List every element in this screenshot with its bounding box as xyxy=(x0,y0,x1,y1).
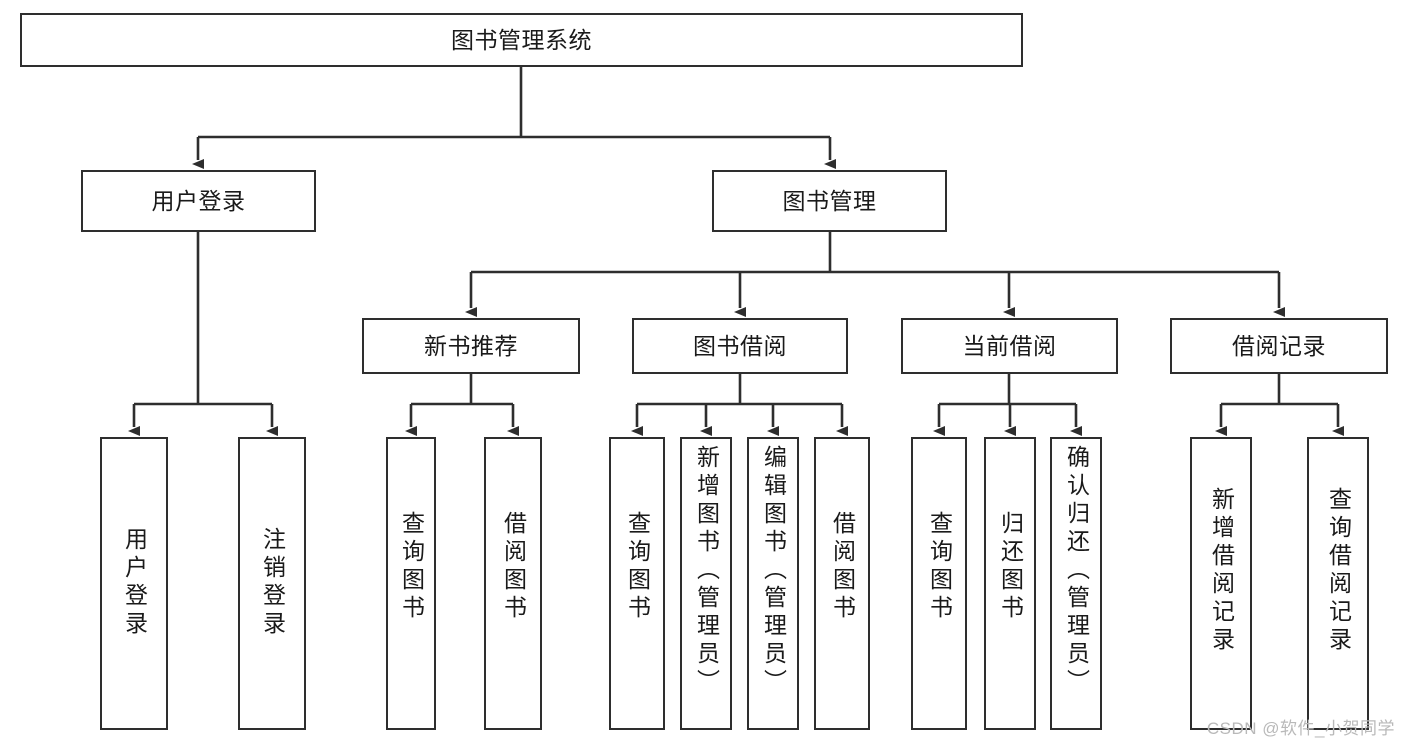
leaf-query-book-borrow-label: 查询图书 xyxy=(624,511,651,623)
leaf-query-book-new-label: 查询图书 xyxy=(398,511,425,623)
leaf-borrow-book-label: 借阅图书 xyxy=(829,511,856,623)
node-user-login-label: 用户登录 xyxy=(151,187,246,214)
leaf-logout-label: 注销登录 xyxy=(259,527,286,639)
leaf-return-book-label: 归还图书 xyxy=(997,511,1024,623)
leaf-borrow-book[interactable]: 借阅图书 xyxy=(814,437,870,730)
leaf-query-book-new[interactable]: 查询图书 xyxy=(386,437,436,730)
leaf-add-borrow-record-label: 新增借阅记录 xyxy=(1208,487,1235,655)
leaf-user-login[interactable]: 用户登录 xyxy=(100,437,168,730)
leaf-add-book-admin-label: 新增图书（管理员） xyxy=(693,445,720,697)
leaf-logout[interactable]: 注销登录 xyxy=(238,437,306,730)
node-book-management-label: 图书管理 xyxy=(782,187,877,214)
leaf-borrow-book-new[interactable]: 借阅图书 xyxy=(484,437,542,730)
node-book-borrow[interactable]: 图书借阅 xyxy=(632,318,848,374)
leaf-query-book-borrow[interactable]: 查询图书 xyxy=(609,437,665,730)
node-user-login[interactable]: 用户登录 xyxy=(81,170,316,232)
leaf-query-book-current[interactable]: 查询图书 xyxy=(911,437,967,730)
node-book-management[interactable]: 图书管理 xyxy=(712,170,947,232)
node-borrow-record[interactable]: 借阅记录 xyxy=(1170,318,1388,374)
node-root[interactable]: 图书管理系统 xyxy=(20,13,1023,67)
leaf-user-login-label: 用户登录 xyxy=(121,527,148,639)
csdn-watermark: CSDN @软件_小贺同学 xyxy=(1206,719,1395,738)
leaf-confirm-return-admin-label: 确认归还（管理员） xyxy=(1063,445,1090,697)
leaf-confirm-return-admin[interactable]: 确认归还（管理员） xyxy=(1050,437,1102,730)
node-new-book-recommend[interactable]: 新书推荐 xyxy=(362,318,580,374)
node-current-borrow[interactable]: 当前借阅 xyxy=(901,318,1118,374)
leaf-add-borrow-record[interactable]: 新增借阅记录 xyxy=(1190,437,1252,730)
node-current-borrow-label: 当前借阅 xyxy=(962,332,1057,359)
node-new-book-recommend-label: 新书推荐 xyxy=(424,332,518,359)
node-book-borrow-label: 图书借阅 xyxy=(693,332,787,359)
leaf-query-book-current-label: 查询图书 xyxy=(926,511,953,623)
leaf-query-borrow-record-label: 查询借阅记录 xyxy=(1325,487,1352,655)
node-borrow-record-label: 借阅记录 xyxy=(1232,332,1326,359)
leaf-edit-book-admin[interactable]: 编辑图书（管理员） xyxy=(747,437,799,730)
leaf-add-book-admin[interactable]: 新增图书（管理员） xyxy=(680,437,732,730)
leaf-borrow-book-new-label: 借阅图书 xyxy=(500,511,527,623)
node-root-label: 图书管理系统 xyxy=(451,26,592,53)
leaf-edit-book-admin-label: 编辑图书（管理员） xyxy=(760,445,787,697)
leaf-return-book[interactable]: 归还图书 xyxy=(984,437,1036,730)
leaf-query-borrow-record[interactable]: 查询借阅记录 xyxy=(1307,437,1369,730)
